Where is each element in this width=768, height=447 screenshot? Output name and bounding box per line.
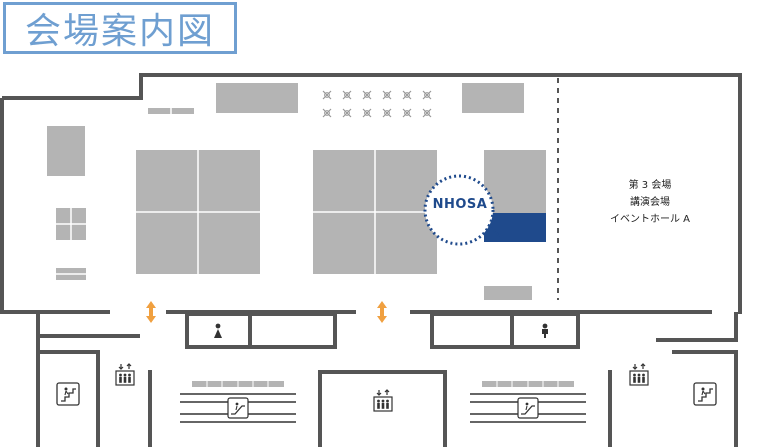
lower-walls: [36, 312, 738, 447]
stairs-icon: [693, 382, 717, 406]
escalator-icon: [227, 397, 249, 419]
map-title-box: 会場案内図: [3, 2, 237, 54]
escalator-right: [470, 381, 586, 423]
nhosa-label: NHOSA: [432, 197, 488, 212]
two-way-arrow-icon: [146, 301, 156, 323]
hall3-type: 講演会場: [630, 197, 670, 208]
elevator-icon: [115, 363, 135, 386]
female-restroom-icon: [214, 323, 222, 338]
escalator-icon: [517, 397, 539, 419]
map-title: 会場案内図: [24, 11, 215, 52]
elevator-icon: [373, 389, 393, 412]
hall3-room: イベントホール A: [609, 214, 691, 225]
hall3-name: 第 3 会場: [628, 180, 672, 191]
nhosa-callout: [423, 174, 495, 246]
stairs-icon: [56, 382, 80, 406]
two-way-arrow-icon: [377, 301, 387, 323]
booth-grid: [56, 108, 437, 275]
elevator-icon: [629, 363, 649, 386]
nhosa-booth: [484, 213, 546, 242]
seating-marks: [322, 90, 432, 118]
escalator-left: [180, 381, 296, 423]
male-restroom-icon: [542, 323, 548, 338]
